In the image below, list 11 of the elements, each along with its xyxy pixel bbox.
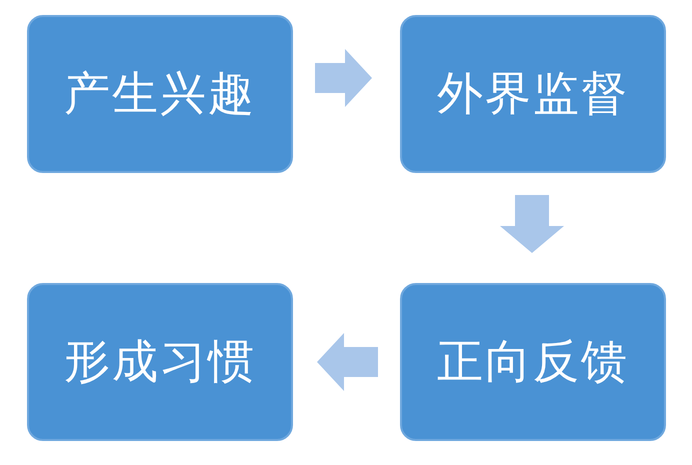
block-arrow <box>317 333 378 391</box>
box-label: 形成习惯 <box>64 333 256 390</box>
process-box <box>400 15 666 173</box>
box-label: 正向反馈 <box>437 333 629 390</box>
process-box <box>27 15 293 173</box>
block-arrow <box>315 49 372 107</box>
process-box <box>27 283 293 441</box>
box-label: 产生兴趣 <box>64 65 256 122</box>
process-box <box>400 283 666 441</box>
box-label: 外界监督 <box>437 65 629 122</box>
block-arrow <box>500 195 564 253</box>
